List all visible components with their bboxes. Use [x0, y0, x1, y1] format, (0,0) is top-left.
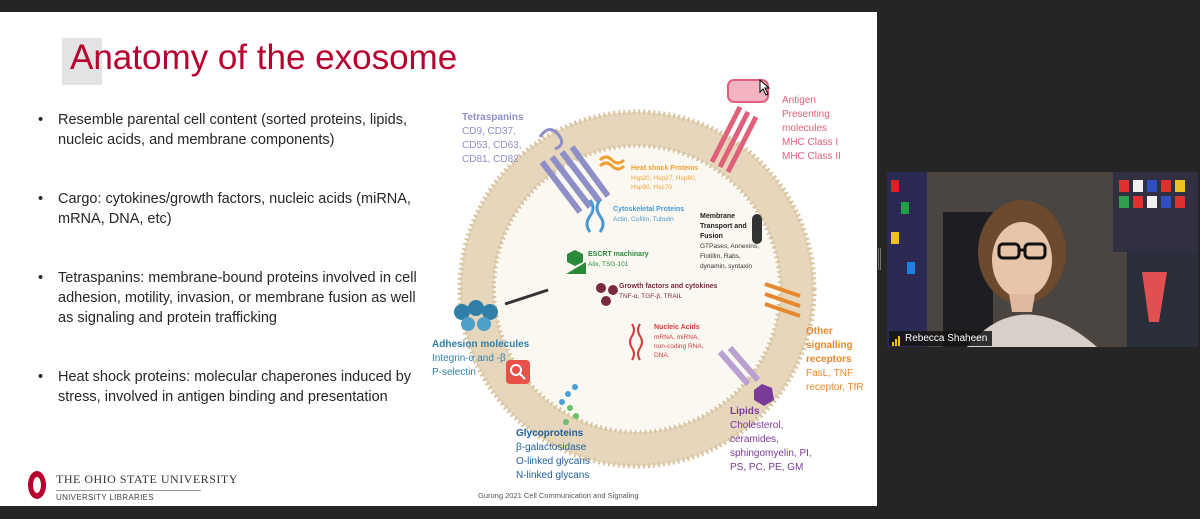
antigen-title: molecules: [782, 123, 827, 134]
tetraspanin-protein-icon: [538, 128, 611, 214]
participant-video-tile[interactable]: [887, 172, 1198, 347]
transport-vesicle-icon: [752, 214, 762, 244]
nucleic-line: non-coding RNA,: [654, 343, 704, 350]
participant-name-tag: Rebecca Shaheen: [889, 331, 993, 346]
cytokine-icon: [596, 283, 618, 306]
growth-line: TNF-α, TGF-β, TRAIL: [619, 293, 682, 300]
title-accent-bar: [62, 38, 102, 85]
receptors-line: receptor, TfR: [806, 382, 864, 393]
antigen-line: MHC Class II: [782, 151, 841, 162]
glyco-line: β-galactosidase: [516, 442, 587, 453]
department-name: UNIVERSITY LIBRARIES: [56, 490, 201, 502]
tetraspanins-line: CD53, CD63,: [462, 140, 521, 151]
presentation-slide: Anatomy of the exosome Resemble parental…: [0, 12, 877, 506]
heat-shock-protein-icon: [598, 155, 626, 171]
transport-title: Fusion: [700, 233, 723, 240]
lipids-title: Lipids: [730, 406, 760, 417]
participant-video-feed: [887, 172, 1198, 347]
adhesion-molecule-icon: [454, 288, 549, 331]
exosome-diagram: Tetraspanins CD9, CD37, CD53, CD63, CD81…: [432, 78, 864, 481]
heat-shock-title: Heat shock Proteins: [631, 165, 698, 172]
tetraspanins-title: Tetraspanins: [462, 112, 524, 123]
tetraspanins-line: CD9, CD37,: [462, 126, 516, 137]
receptors-title: Other: [806, 326, 833, 337]
lipids-line: Cholesterol,: [730, 420, 783, 431]
transport-title: Transport and: [700, 223, 747, 230]
transport-title: Membrane: [700, 213, 735, 220]
bullet-item: Tetraspanins: membrane-bound proteins in…: [38, 268, 418, 328]
bullet-item: Heat shock proteins: molecular chaperone…: [38, 367, 418, 407]
tetraspanins-line: CD81, CD82: [462, 154, 519, 165]
receptor-icon: [764, 282, 801, 318]
growth-title: Growth factors and cytokines: [619, 283, 718, 290]
glyco-title: Glycoproteins: [516, 428, 584, 439]
cytoskeleton-icon: [585, 199, 605, 233]
escrt-icon: [566, 250, 586, 274]
lipid-raft-icon: [717, 346, 774, 406]
lipids-line: PS, PC, PE, GM: [730, 462, 803, 473]
antigen-line: MHC Class I: [782, 137, 838, 148]
glycan-icon: [559, 384, 579, 425]
nucleic-line: mRNA, miRNA,: [654, 334, 699, 341]
heat-shock-line: Hsp90, Hsc70: [631, 184, 672, 191]
glyco-line: O-linked glycans: [516, 456, 590, 467]
bullet-item: Resemble parental cell content (sorted p…: [38, 110, 418, 150]
slide-citation: Gurung 2021 Cell Communication and Signa…: [478, 491, 639, 500]
diagram-labels: Tetraspanins CD9, CD37, CD53, CD63, CD81…: [432, 95, 864, 481]
osu-block-o-logo: [28, 471, 46, 499]
cytoskeletal-line: Actin, Cofilin, Tubulin: [613, 216, 674, 223]
glyco-line: N-linked glycans: [516, 470, 589, 481]
heat-shock-line: Hsp20, Hsp27, Hsp60,: [631, 175, 697, 182]
transport-line: Flotillin, Rabs,: [700, 253, 741, 260]
receptors-line: FasL, TNF: [806, 368, 853, 379]
mhc-molecule-icon: [709, 79, 769, 174]
transport-line: GTPases, Annexins,: [700, 243, 759, 250]
audio-level-icon: [892, 331, 901, 346]
transport-line: dynamin, syntaxin: [700, 263, 752, 270]
mouse-cursor-icon: [759, 78, 771, 96]
university-name: THE OHIO STATE UNIVERSITY: [56, 472, 238, 486]
adhesion-line: Integrin-α and -β: [432, 353, 506, 364]
rna-strand-icon: [629, 323, 643, 361]
receptors-title: signalling: [806, 340, 853, 351]
antigen-title: Presenting: [782, 109, 830, 120]
adhesion-line: P-selectin: [432, 367, 476, 378]
nucleic-line: DNA.: [654, 352, 670, 359]
receptors-title: receptors: [806, 354, 852, 365]
adhesion-title: Adhesion molecules: [432, 339, 530, 350]
slide-title: Anatomy of the exosome: [70, 38, 458, 77]
lipids-line: ceramides,: [730, 434, 779, 445]
search-icon[interactable]: [506, 360, 530, 384]
cytoskeletal-title: Cytoskeletal Proteins: [613, 206, 684, 213]
escrt-title: ESCRT machinary: [588, 251, 649, 258]
antigen-title: Antigen: [782, 95, 816, 106]
lipids-line: sphingomyelin, PI,: [730, 448, 812, 459]
escrt-line: Alix, TSG-101: [588, 261, 629, 268]
panel-resize-handle[interactable]: [878, 248, 882, 270]
nucleic-title: Nucleic Acids: [654, 324, 700, 331]
bullet-list: Resemble parental cell content (sorted p…: [38, 110, 418, 446]
bullet-item: Cargo: cytokines/growth factors, nucleic…: [38, 189, 418, 229]
participant-name: Rebecca Shaheen: [905, 333, 988, 344]
